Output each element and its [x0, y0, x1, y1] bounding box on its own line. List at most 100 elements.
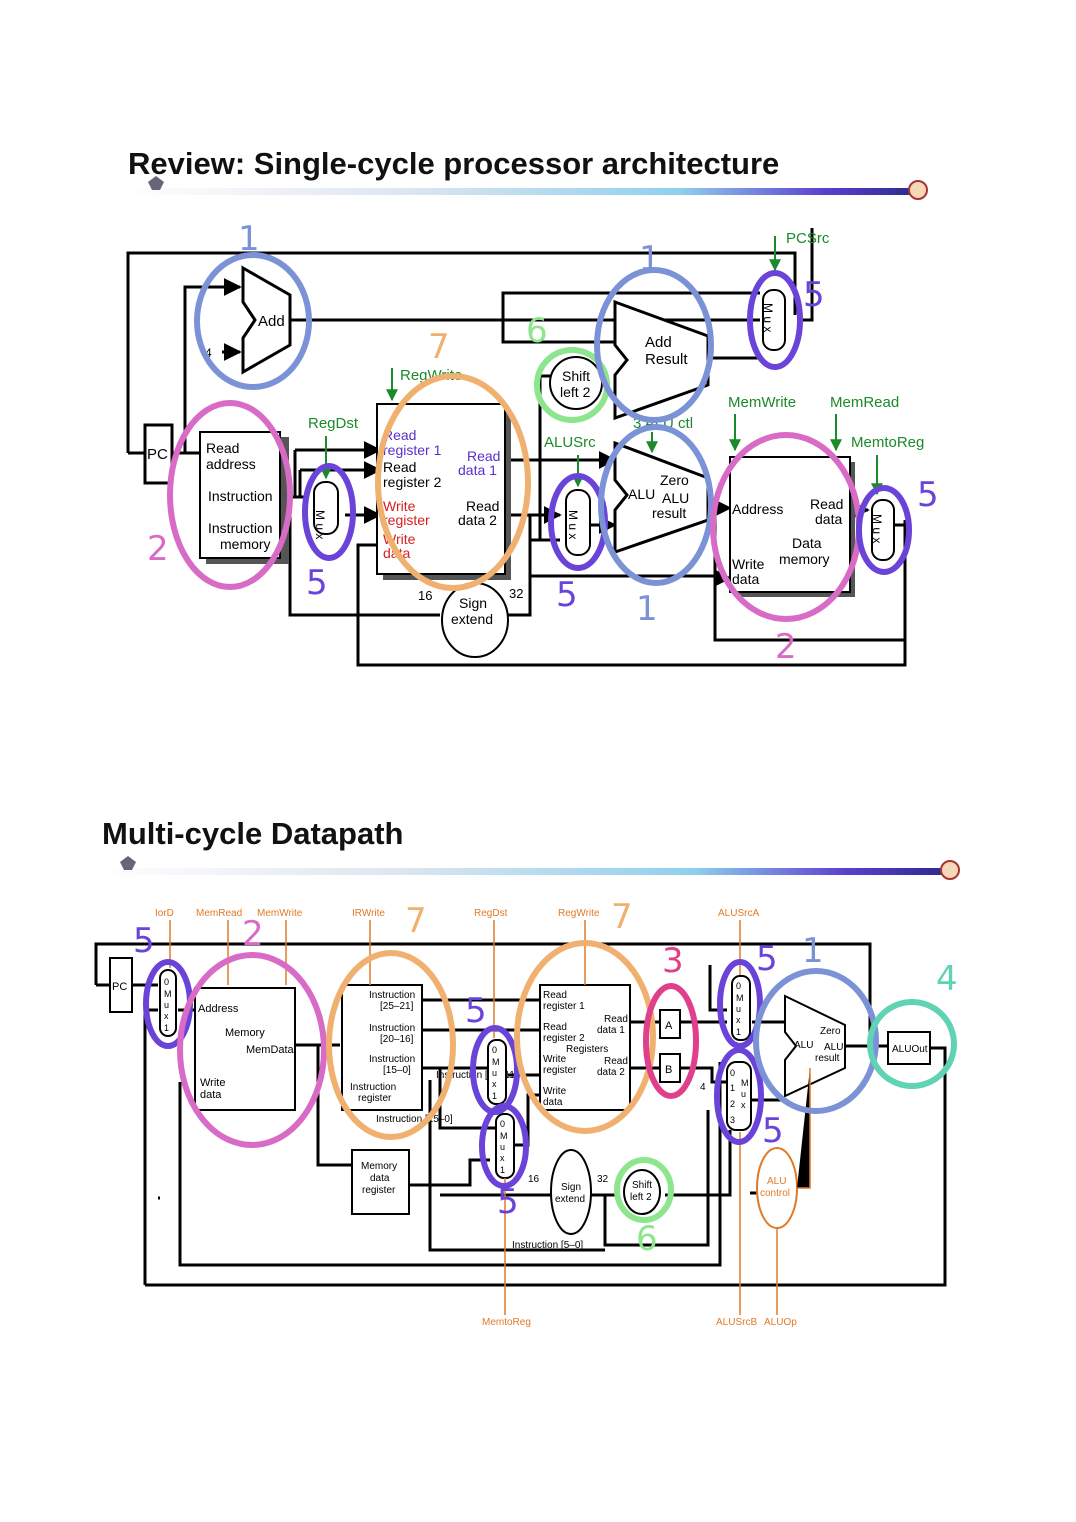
rf-read-reg1-2: register 1 [383, 442, 442, 458]
circle-alu2 [753, 968, 879, 1114]
se2-in: 16 [528, 1174, 540, 1185]
sig-regdst: RegDst [474, 908, 508, 919]
mux-u: u [500, 1142, 505, 1152]
rf-read-reg2-1: Read [383, 459, 416, 475]
mem2-wd-1: Write [200, 1077, 225, 1089]
rf2-rr2-2: register 2 [543, 1033, 585, 1044]
circle-mux-memtoreg [856, 485, 912, 575]
dm-write-data-1: Write [732, 556, 765, 572]
annotations-1 [167, 252, 912, 622]
rf2-rr1-2: register 1 [543, 1001, 585, 1012]
num: 6 [636, 1219, 658, 1259]
sl2b-2: left 2 [630, 1192, 652, 1203]
slide1-title: Review: Single-cycle processor architect… [128, 146, 780, 181]
mux-pcsrc: M u x [761, 289, 786, 351]
se2-1: Sign [561, 1182, 581, 1193]
mux-label: M u x [870, 514, 884, 543]
sig-alusrc: ALUSrc [544, 434, 596, 451]
mem2-memory: Memory [225, 1027, 265, 1039]
num: 5 [917, 475, 939, 515]
dm-label-2: memory [779, 551, 830, 567]
mux-label: M u x [761, 303, 775, 332]
rf2-rr1-1: Read [543, 990, 567, 1001]
mux-alusrcb: 0 1 2 3 M u x 4 [700, 1061, 752, 1131]
mux4-m: M [741, 1078, 749, 1088]
dm-read-data-2: data [815, 511, 842, 527]
br-add-1: Add [645, 334, 672, 351]
slide1-title-bar [120, 176, 928, 200]
sl2-label-2: left 2 [560, 384, 591, 400]
num: 7 [405, 901, 427, 941]
annotation-numbers-1: 1 1 1 2 2 5 5 5 5 5 6 7 [147, 219, 939, 667]
mux-x: x [164, 1011, 169, 1021]
im-label-1: Instruction [208, 520, 273, 536]
mux-memtoreg-2: 0 M u x 1 [495, 1113, 515, 1179]
alu-control: ALU control [756, 1147, 798, 1229]
ir-25-1: Instruction [369, 990, 415, 1001]
mux-x: x [492, 1079, 497, 1089]
probe-icon [908, 180, 928, 200]
mux-u: u [736, 1004, 741, 1014]
ir-label-2: register [358, 1093, 392, 1104]
shift-left-2-b: Shift left 2 [623, 1169, 661, 1215]
num: 5 [803, 275, 825, 315]
mux-0: 0 [164, 977, 169, 987]
pc-label: PC [147, 446, 168, 463]
rf2-wd-1: Write [543, 1086, 567, 1097]
num: 7 [611, 897, 633, 937]
dm-address: Address [732, 501, 783, 517]
num: 5 [306, 563, 328, 603]
se2-out: 32 [597, 1174, 609, 1185]
instr-5-0: Instruction [5–0] [512, 1240, 583, 1251]
mux-1: 1 [500, 1165, 505, 1175]
ir-20-2: [20–16] [380, 1034, 414, 1045]
num: 5 [497, 1182, 519, 1222]
circle-aluout [867, 999, 957, 1089]
alu-2: ALU Zero ALU result [784, 994, 846, 1098]
mdr-1: Memory [361, 1161, 397, 1172]
mux-x: x [736, 1015, 741, 1025]
aluctl-1: ALU [767, 1176, 786, 1187]
circle-mux-alusrcb [714, 1047, 764, 1145]
circle-imem [167, 400, 293, 590]
reg-a-label: A [665, 1020, 673, 1032]
sig-memwrite: MemWrite [728, 394, 796, 411]
dm-label-1: Data [792, 535, 822, 551]
slide2-title: Multi-cycle Datapath [102, 816, 404, 851]
circle-ab [643, 983, 699, 1099]
im-instruction: Instruction [208, 488, 273, 504]
mem2-memdata: MemData [246, 1044, 295, 1056]
alu2-zero: Zero [820, 1026, 841, 1037]
circle-mux-regdst [302, 463, 356, 561]
instruction-memory: Read address Instruction Instruction mem… [199, 431, 289, 564]
rf-write-reg-2: register [383, 512, 430, 528]
circle-adder [194, 252, 312, 390]
shift-left-2: Shift left 2 [549, 356, 603, 410]
sign-extend: Sign extend 16 32 [418, 582, 523, 658]
mux-0: 0 [500, 1119, 505, 1129]
sl2-label-1: Shift [562, 368, 590, 384]
circle-mux-pcsrc [747, 270, 803, 370]
sig-irwrite: IRWrite [352, 908, 385, 919]
const-four-2: 4 [700, 1082, 706, 1093]
num: 2 [147, 529, 169, 569]
mux-m: M [500, 1131, 508, 1141]
mux-label: M u x [566, 510, 580, 539]
slide2-title-bar [92, 856, 960, 880]
ship-icon [120, 856, 136, 870]
mux-x: x [500, 1153, 505, 1163]
instruction-register: Instruction [25–21] Instruction [20–16] … [341, 984, 518, 1125]
mux-1: 1 [492, 1091, 497, 1101]
memory-2: Address Memory MemData Write data [194, 987, 296, 1111]
num: 5 [756, 939, 778, 979]
circle-ir [326, 950, 456, 1140]
mux-m: M [492, 1057, 500, 1067]
circle-memory [177, 952, 327, 1148]
num: 1 [238, 219, 260, 259]
mux-alusrc: M u x [565, 489, 591, 556]
sig-iord: IorD [155, 908, 174, 919]
ir-15-1: Instruction [369, 1054, 415, 1065]
br-add-2: Result [645, 351, 688, 368]
num: 1 [639, 239, 661, 279]
mux-iord: 0 M u x 1 [159, 969, 177, 1037]
